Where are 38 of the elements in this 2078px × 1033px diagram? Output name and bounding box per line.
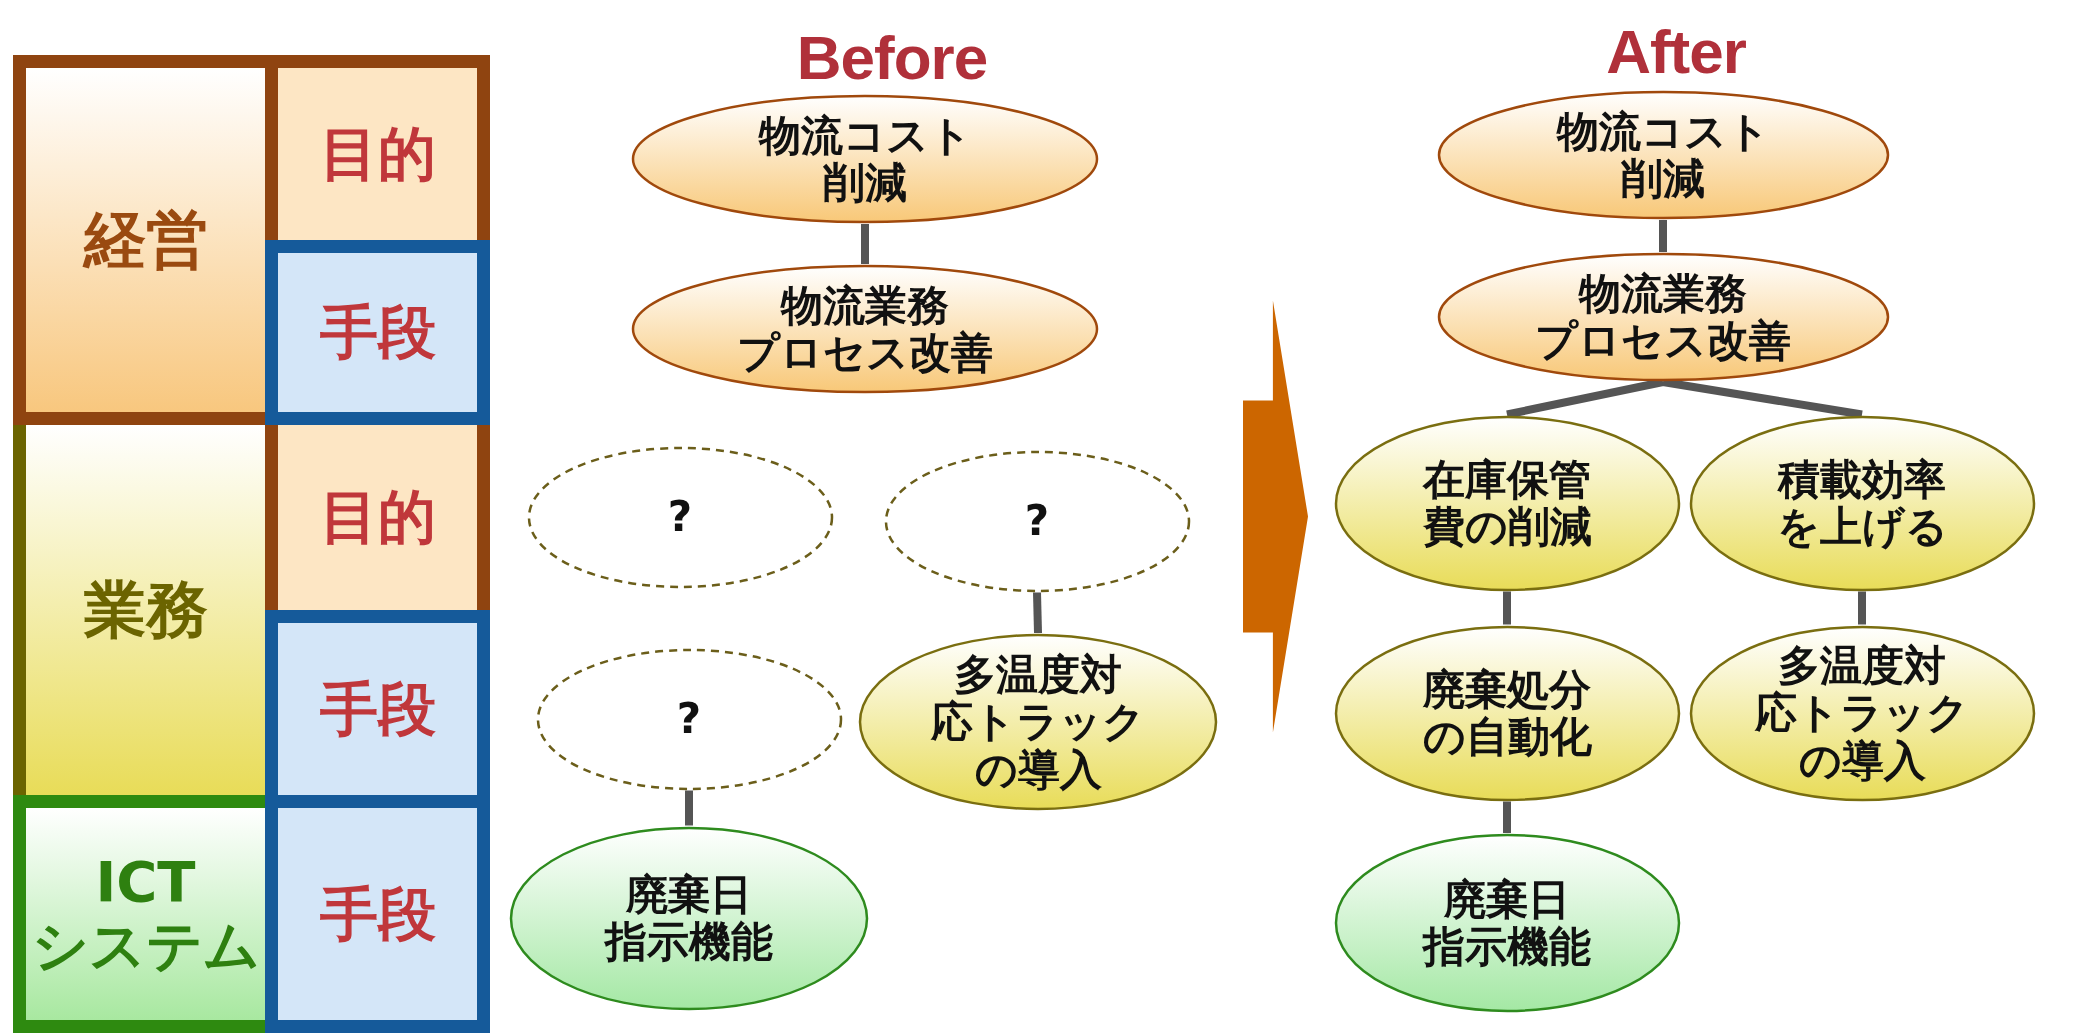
node-label: 物流業務プロセス改善 <box>737 281 993 377</box>
node-label: 在庫保管費の削減 <box>1422 455 1592 551</box>
category-box <box>265 240 490 425</box>
node-label: 物流コスト削減 <box>758 111 972 207</box>
category-label: 手段 <box>319 299 436 366</box>
category-label: 目的 <box>319 484 436 551</box>
connector-line <box>1858 591 1866 625</box>
category-box <box>13 55 265 425</box>
category-label: ICTシステム <box>31 849 260 979</box>
category-label: 経営 <box>83 204 208 276</box>
node-label: 廃棄処分の自動化 <box>1422 665 1592 761</box>
node-label: 多温度対応トラックの導入 <box>931 651 1145 793</box>
node-label: ? <box>1024 497 1050 545</box>
node-label: ? <box>667 493 693 541</box>
category-label: 手段 <box>319 880 436 948</box>
category-label: 業務 <box>83 574 208 646</box>
node-label: 廃棄日指示機能 <box>1423 875 1591 971</box>
category-box <box>265 55 490 240</box>
connector-line <box>1503 801 1511 833</box>
node-label: 物流業務プロセス改善 <box>1535 269 1791 365</box>
node-label: 多温度対応トラックの導入 <box>1755 642 1969 784</box>
category-box <box>13 795 265 1033</box>
category-label: 手段 <box>319 675 436 743</box>
category-box <box>265 610 490 795</box>
node-label: 物流コスト削減 <box>1556 107 1770 203</box>
connector-line <box>1503 591 1511 625</box>
node-label: ? <box>676 695 702 743</box>
category-box <box>265 425 490 610</box>
node-label: 廃棄日指示機能 <box>605 870 773 966</box>
connector-line <box>1659 220 1667 252</box>
section-title: After <box>1606 16 1746 87</box>
node-label: 積載効率を上げる <box>1776 455 1948 551</box>
connector-line <box>861 224 869 264</box>
section-title: Before <box>796 22 988 93</box>
connector-line <box>1662 378 1863 419</box>
category-label: 目的 <box>319 120 436 188</box>
category-box <box>265 795 490 1033</box>
category-box <box>13 425 265 795</box>
